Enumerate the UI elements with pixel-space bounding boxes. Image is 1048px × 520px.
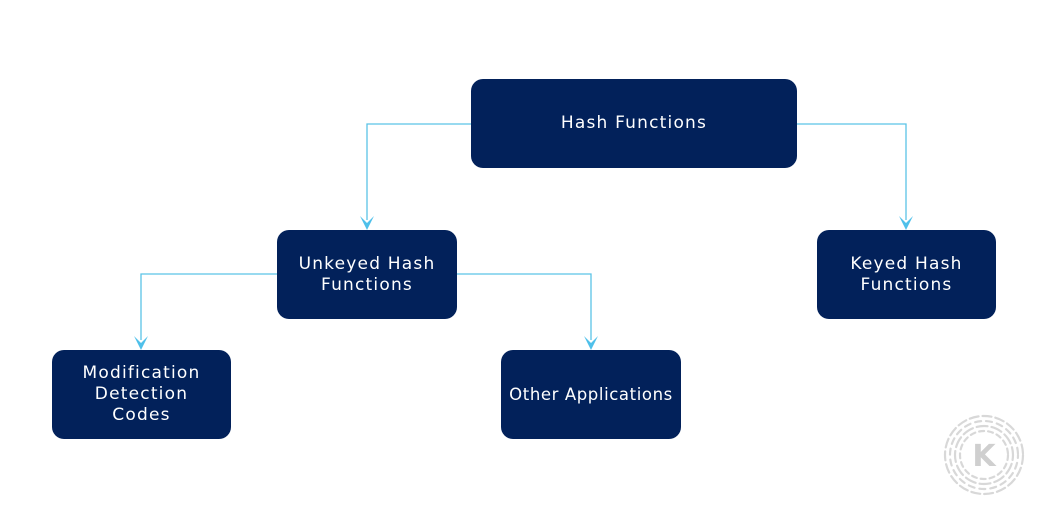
edge-root-unkeyed [366, 123, 471, 220]
node-other-applications: Other Applications [501, 350, 681, 439]
arrowhead-icon [584, 336, 598, 350]
node-unkeyed-hash-functions: Unkeyed Hash Functions [277, 230, 457, 319]
node-label: Modification Detection Codes [82, 363, 201, 425]
logo-letter: K [972, 439, 997, 474]
edge-root-keyed [797, 123, 907, 220]
arrowhead-icon [134, 336, 148, 350]
node-label: Keyed Hash Functions [850, 253, 963, 295]
arrowhead-icon [899, 216, 913, 230]
node-label: Other Applications [509, 385, 673, 404]
k-logo-icon: K [943, 414, 1025, 496]
node-hash-functions: Hash Functions [471, 79, 797, 168]
node-label: Hash Functions [560, 113, 708, 133]
edge-unkeyed-mdc [140, 273, 277, 340]
node-label: Unkeyed Hash Functions [298, 253, 436, 295]
edge-unkeyed-other [457, 273, 592, 340]
node-modification-detection-codes: Modification Detection Codes [52, 350, 231, 439]
arrowhead-icon [360, 216, 374, 230]
node-keyed-hash-functions: Keyed Hash Functions [817, 230, 996, 319]
